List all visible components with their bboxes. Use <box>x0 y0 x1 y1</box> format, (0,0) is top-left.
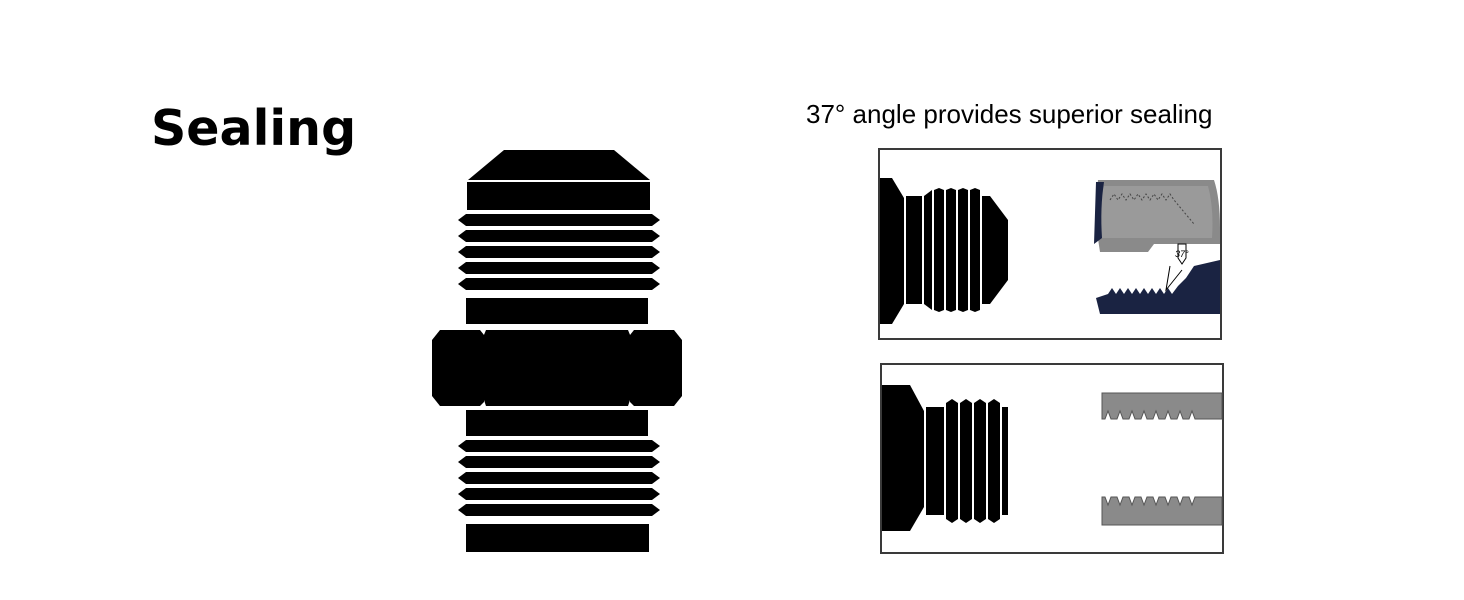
angle-caption: 37° angle provides superior sealing <box>806 99 1213 129</box>
angle-marker <box>1165 243 1187 292</box>
male-thread-ridges <box>946 399 1000 523</box>
straight-union-fitting-illustration <box>432 150 682 552</box>
bottom-thread-ridges <box>458 440 660 516</box>
straight-thread-detail-panel <box>880 363 1224 554</box>
female-nut-gray <box>1096 180 1220 252</box>
top-flare-cone <box>468 150 650 180</box>
female-nut-thread-dots <box>1109 193 1195 225</box>
male-hex-end <box>882 385 924 531</box>
male-thread-ridges <box>924 188 980 312</box>
bottom-thread-root <box>466 410 648 436</box>
male-hex-end <box>880 178 904 324</box>
male-flare-nose <box>982 196 1008 304</box>
top-shoulder <box>467 182 650 210</box>
female-nut-navy <box>1094 182 1220 314</box>
hex-nut-body <box>432 330 682 406</box>
top-thread-ridges <box>458 214 660 290</box>
male-thread-root <box>926 407 944 515</box>
top-thread-root <box>466 298 648 324</box>
bottom-shoulder <box>466 524 649 552</box>
angle-label: 37° <box>1175 249 1189 259</box>
male-plain-end <box>1002 407 1008 515</box>
female-thread-gray <box>1101 392 1223 526</box>
male-thread-root <box>906 196 922 304</box>
flare-seal-detail-panel: 37° <box>878 148 1222 340</box>
section-title: Sealing <box>151 100 357 157</box>
